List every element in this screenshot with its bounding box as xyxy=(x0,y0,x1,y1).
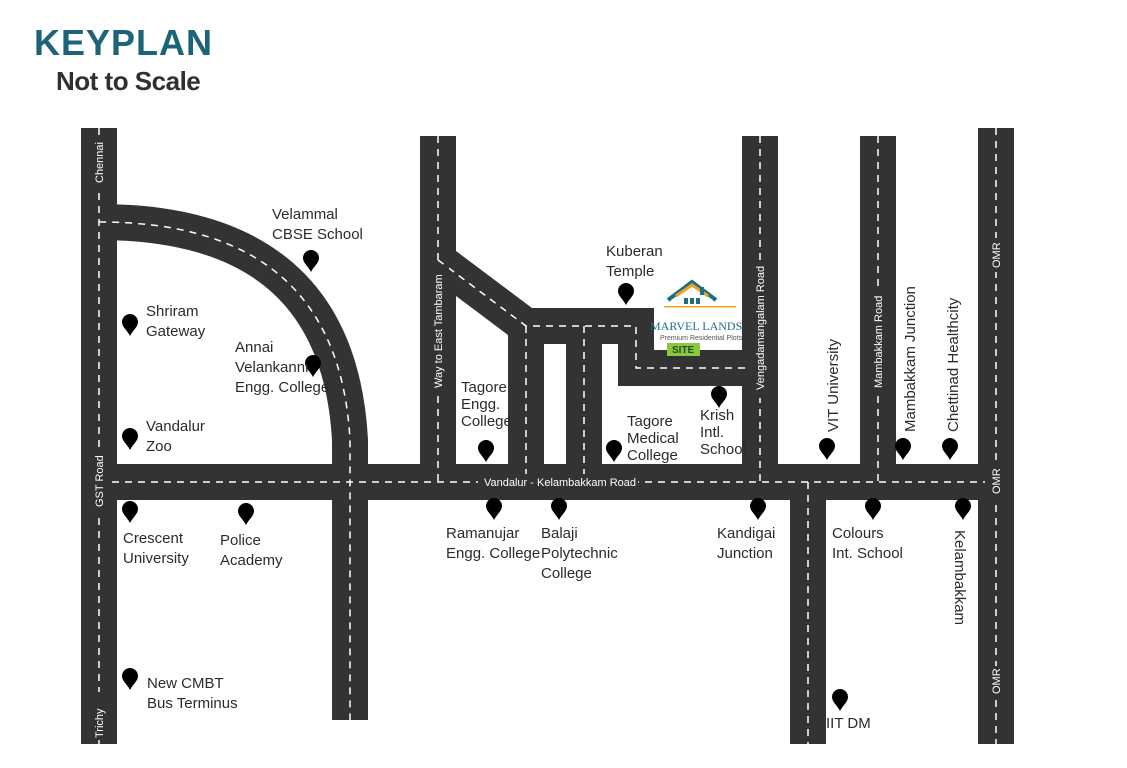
landmark-vit: VIT University xyxy=(825,338,842,432)
map-pin-icon xyxy=(618,283,634,305)
map-pin-icon xyxy=(486,498,502,520)
map-pin-icon xyxy=(478,440,494,462)
map-pin-icon xyxy=(551,498,567,520)
landmark-kelambakkam: Kelambakkam xyxy=(951,530,968,625)
road-label-omr-bottom: OMR xyxy=(991,668,1003,694)
road-label-vengadamangalam: Vengadamangalam Road xyxy=(755,266,767,390)
map-pin-icon xyxy=(750,498,766,520)
site-brand: MARVEL LANDS xyxy=(650,319,742,333)
map-pin-icon xyxy=(122,314,138,336)
map-pin-icon xyxy=(711,386,727,408)
map-pin-icon xyxy=(865,498,881,520)
road-label-omr-top: OMR xyxy=(991,242,1003,268)
landmark-iit-dm: IIT DM xyxy=(826,715,871,732)
road-label-vandalur-kelambakkam: Vandalur - Kelambakkam Road xyxy=(484,477,636,489)
map-pin-icon xyxy=(122,501,138,523)
page-subtitle: Not to Scale xyxy=(56,66,201,96)
landmark-mambakkam-junction: Mambakkam Junction xyxy=(902,286,919,432)
road-label-trichy: Trichy xyxy=(94,708,106,738)
map-pin-icon xyxy=(819,438,835,460)
map-pin-icon xyxy=(122,428,138,450)
map-pin-icon xyxy=(942,438,958,460)
road-label-mambakkam: Mambakkam Road xyxy=(873,296,885,388)
site-badge xyxy=(667,343,700,356)
road-label-gst: GST Road xyxy=(94,455,106,507)
map-pin-icon xyxy=(303,250,319,272)
site-badge-label: SITE xyxy=(672,345,695,356)
road-label-omr-mid: OMR xyxy=(991,468,1003,494)
map-pin-icon xyxy=(832,689,848,711)
map-pin-icon xyxy=(122,668,138,690)
road-zoo-arc xyxy=(98,204,368,720)
map-pin-icon xyxy=(895,438,911,460)
road-label-east-tambaram: Way to East Tambaram xyxy=(433,274,445,388)
road-network xyxy=(81,128,1014,744)
site-tagline: Premium Residential Plots xyxy=(660,335,743,342)
map-pin-icon xyxy=(955,498,971,520)
road-labels: Chennai Trichy GST Road Way to East Tamb… xyxy=(88,138,1007,740)
road-label-chennai: Chennai xyxy=(94,142,106,183)
map-pin-icon xyxy=(238,503,254,525)
map-pin-icon xyxy=(606,440,622,462)
page-title: KEYPLAN xyxy=(34,22,214,63)
site-marker: MARVEL LANDS Premium Residential Plots S… xyxy=(650,279,743,356)
landmark-chettinad: Chettinad Healthcity xyxy=(945,297,962,432)
house-logo-icon xyxy=(664,279,736,308)
